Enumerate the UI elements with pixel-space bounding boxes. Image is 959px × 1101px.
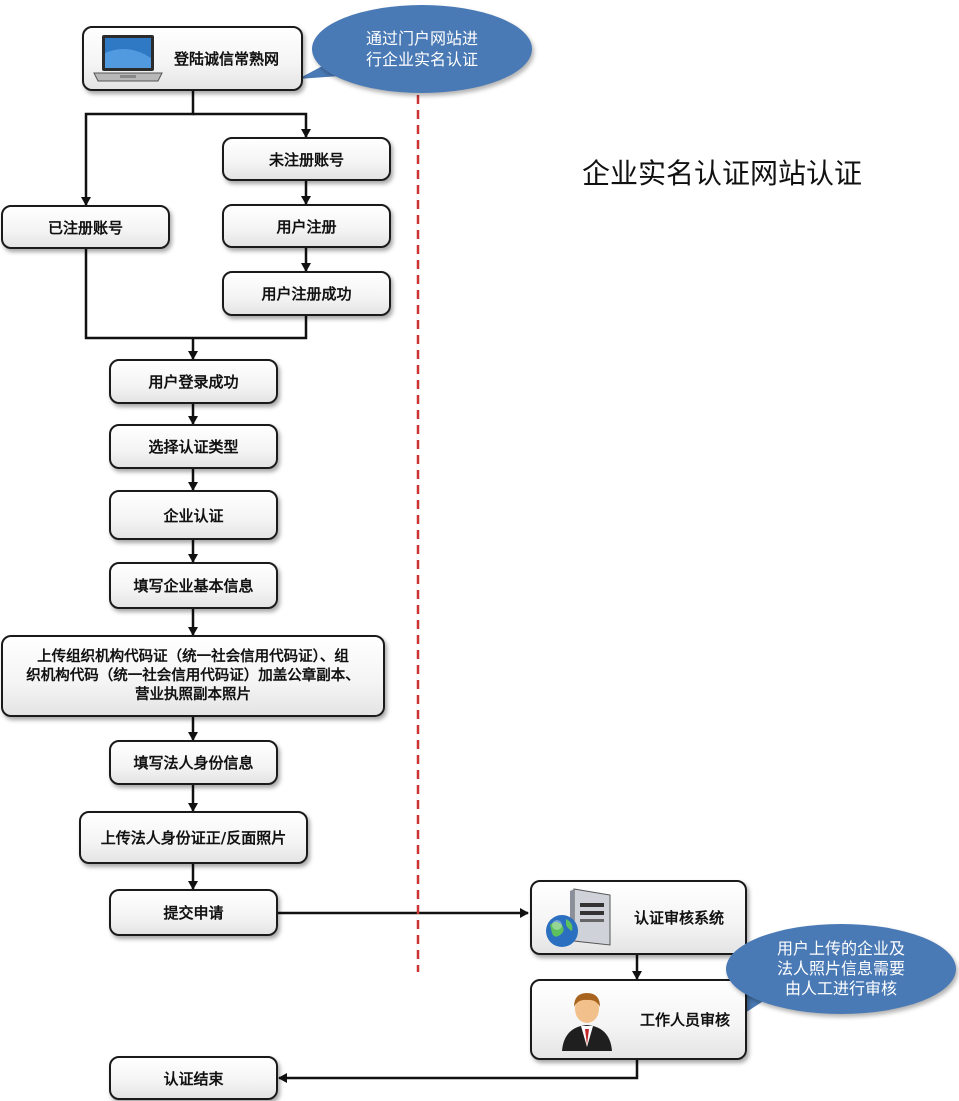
callout-portal: 通过门户网站进 行企业实名认证 bbox=[312, 5, 532, 93]
callout-line: 通过门户网站进 bbox=[365, 29, 478, 48]
node-register-success: 用户注册成功 bbox=[222, 271, 391, 316]
callout-line: 法人照片信息需要 bbox=[776, 959, 905, 978]
node-label: 填写企业基本信息 bbox=[133, 577, 254, 595]
node-login-site: 登陆诚信常熟网 bbox=[82, 26, 303, 91]
node-label: 用户注册成功 bbox=[261, 285, 352, 303]
node-fill-basic: 填写企业基本信息 bbox=[109, 562, 278, 609]
node-label: 工作人员审核 bbox=[640, 1011, 731, 1029]
node-upload-id: 上传法人身份证正/反面照片 bbox=[79, 811, 308, 864]
diagram-title: 企业实名认证网站认证 bbox=[582, 157, 863, 190]
node-fill-legal: 填写法人身份信息 bbox=[109, 740, 278, 785]
connector-split-right bbox=[193, 112, 311, 138]
connector-merge-left bbox=[84, 249, 193, 340]
node-submit: 提交申请 bbox=[109, 889, 278, 936]
callout-line: 由人工进行审核 bbox=[784, 979, 897, 998]
node-registered: 已注册账号 bbox=[1, 205, 170, 249]
node-label: 用户注册 bbox=[276, 217, 337, 236]
node-review-system: 认证审核系统 bbox=[530, 880, 747, 955]
connector-merge-right bbox=[193, 316, 308, 340]
callout-line: 行企业实名认证 bbox=[365, 50, 478, 69]
node-user-register: 用户注册 bbox=[222, 204, 391, 248]
node-label-line: 织机构代码（统一社会信用代码证）加盖公章副本、 bbox=[26, 667, 360, 684]
laptop-icon bbox=[93, 34, 163, 81]
callout-line: 用户上传的企业及 bbox=[776, 939, 905, 958]
node-staff-review: 工作人员审核 bbox=[530, 979, 747, 1060]
node-unregistered: 未注册账号 bbox=[222, 137, 391, 181]
node-label: 认证结束 bbox=[163, 1069, 224, 1088]
callout-manual: 用户上传的企业及 法人照片信息需要 由人工进行审核 bbox=[726, 924, 956, 1014]
node-enterprise-cert: 企业认证 bbox=[109, 490, 278, 540]
node-label-line: 上传组织机构代码证（统一社会信用代码证）、组 bbox=[37, 648, 349, 665]
node-label: 企业认证 bbox=[163, 506, 224, 525]
node-label: 未注册账号 bbox=[268, 150, 344, 169]
user-person-icon bbox=[562, 992, 612, 1051]
node-label: 认证审核系统 bbox=[634, 909, 725, 927]
node-label: 已注册账号 bbox=[47, 218, 123, 237]
node-cert-end: 认证结束 bbox=[109, 1056, 278, 1100]
node-label: 提交申请 bbox=[163, 904, 224, 922]
node-select-type: 选择认证类型 bbox=[109, 424, 278, 469]
node-upload-docs: 上传组织机构代码证（统一社会信用代码证）、组 织机构代码（统一社会信用代码证）加… bbox=[1, 635, 385, 717]
node-label: 登陆诚信常熟网 bbox=[174, 50, 280, 68]
server-globe-icon bbox=[546, 887, 611, 947]
connector-split bbox=[81, 91, 195, 206]
node-label: 选择认证类型 bbox=[148, 438, 239, 456]
node-label-line: 营业执照副本照片 bbox=[135, 686, 251, 703]
node-label: 填写法人身份信息 bbox=[133, 754, 254, 772]
node-label: 上传法人身份证正/反面照片 bbox=[100, 829, 287, 847]
node-login-success: 用户登录成功 bbox=[109, 359, 278, 404]
node-label: 用户登录成功 bbox=[148, 373, 239, 391]
connector-to-end bbox=[278, 1060, 639, 1083]
